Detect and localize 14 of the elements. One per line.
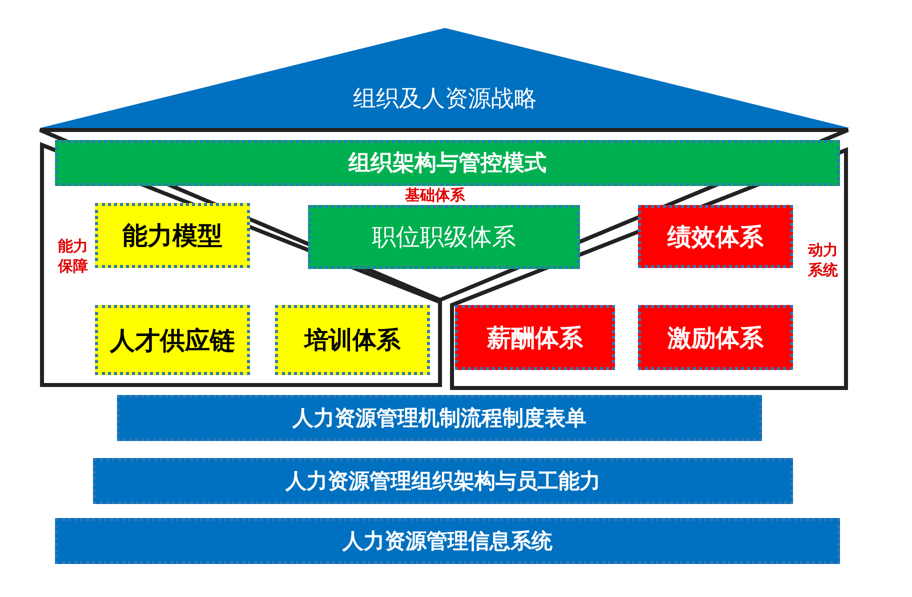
roof-heading: 组织及人资源战略: [352, 85, 538, 114]
group-label: 动力系统: [808, 240, 839, 280]
system-block: 人力资源管理机制流程制度表单: [117, 395, 762, 441]
group-label: 能力保障: [58, 236, 89, 276]
system-block: 薪酬体系: [455, 305, 615, 370]
system-block: 人力资源管理组织架构与员工能力: [93, 458, 793, 504]
system-block: 培训体系: [275, 305, 430, 375]
system-block: 激励体系: [638, 305, 793, 370]
system-block: 人才供应链: [95, 305, 250, 375]
group-label: 基础体系: [405, 186, 465, 205]
system-block: 绩效体系: [638, 205, 793, 268]
system-block: 人力资源管理信息系统: [55, 518, 840, 564]
system-block: 能力模型: [95, 203, 250, 268]
system-block: 职位职级体系: [308, 205, 580, 269]
